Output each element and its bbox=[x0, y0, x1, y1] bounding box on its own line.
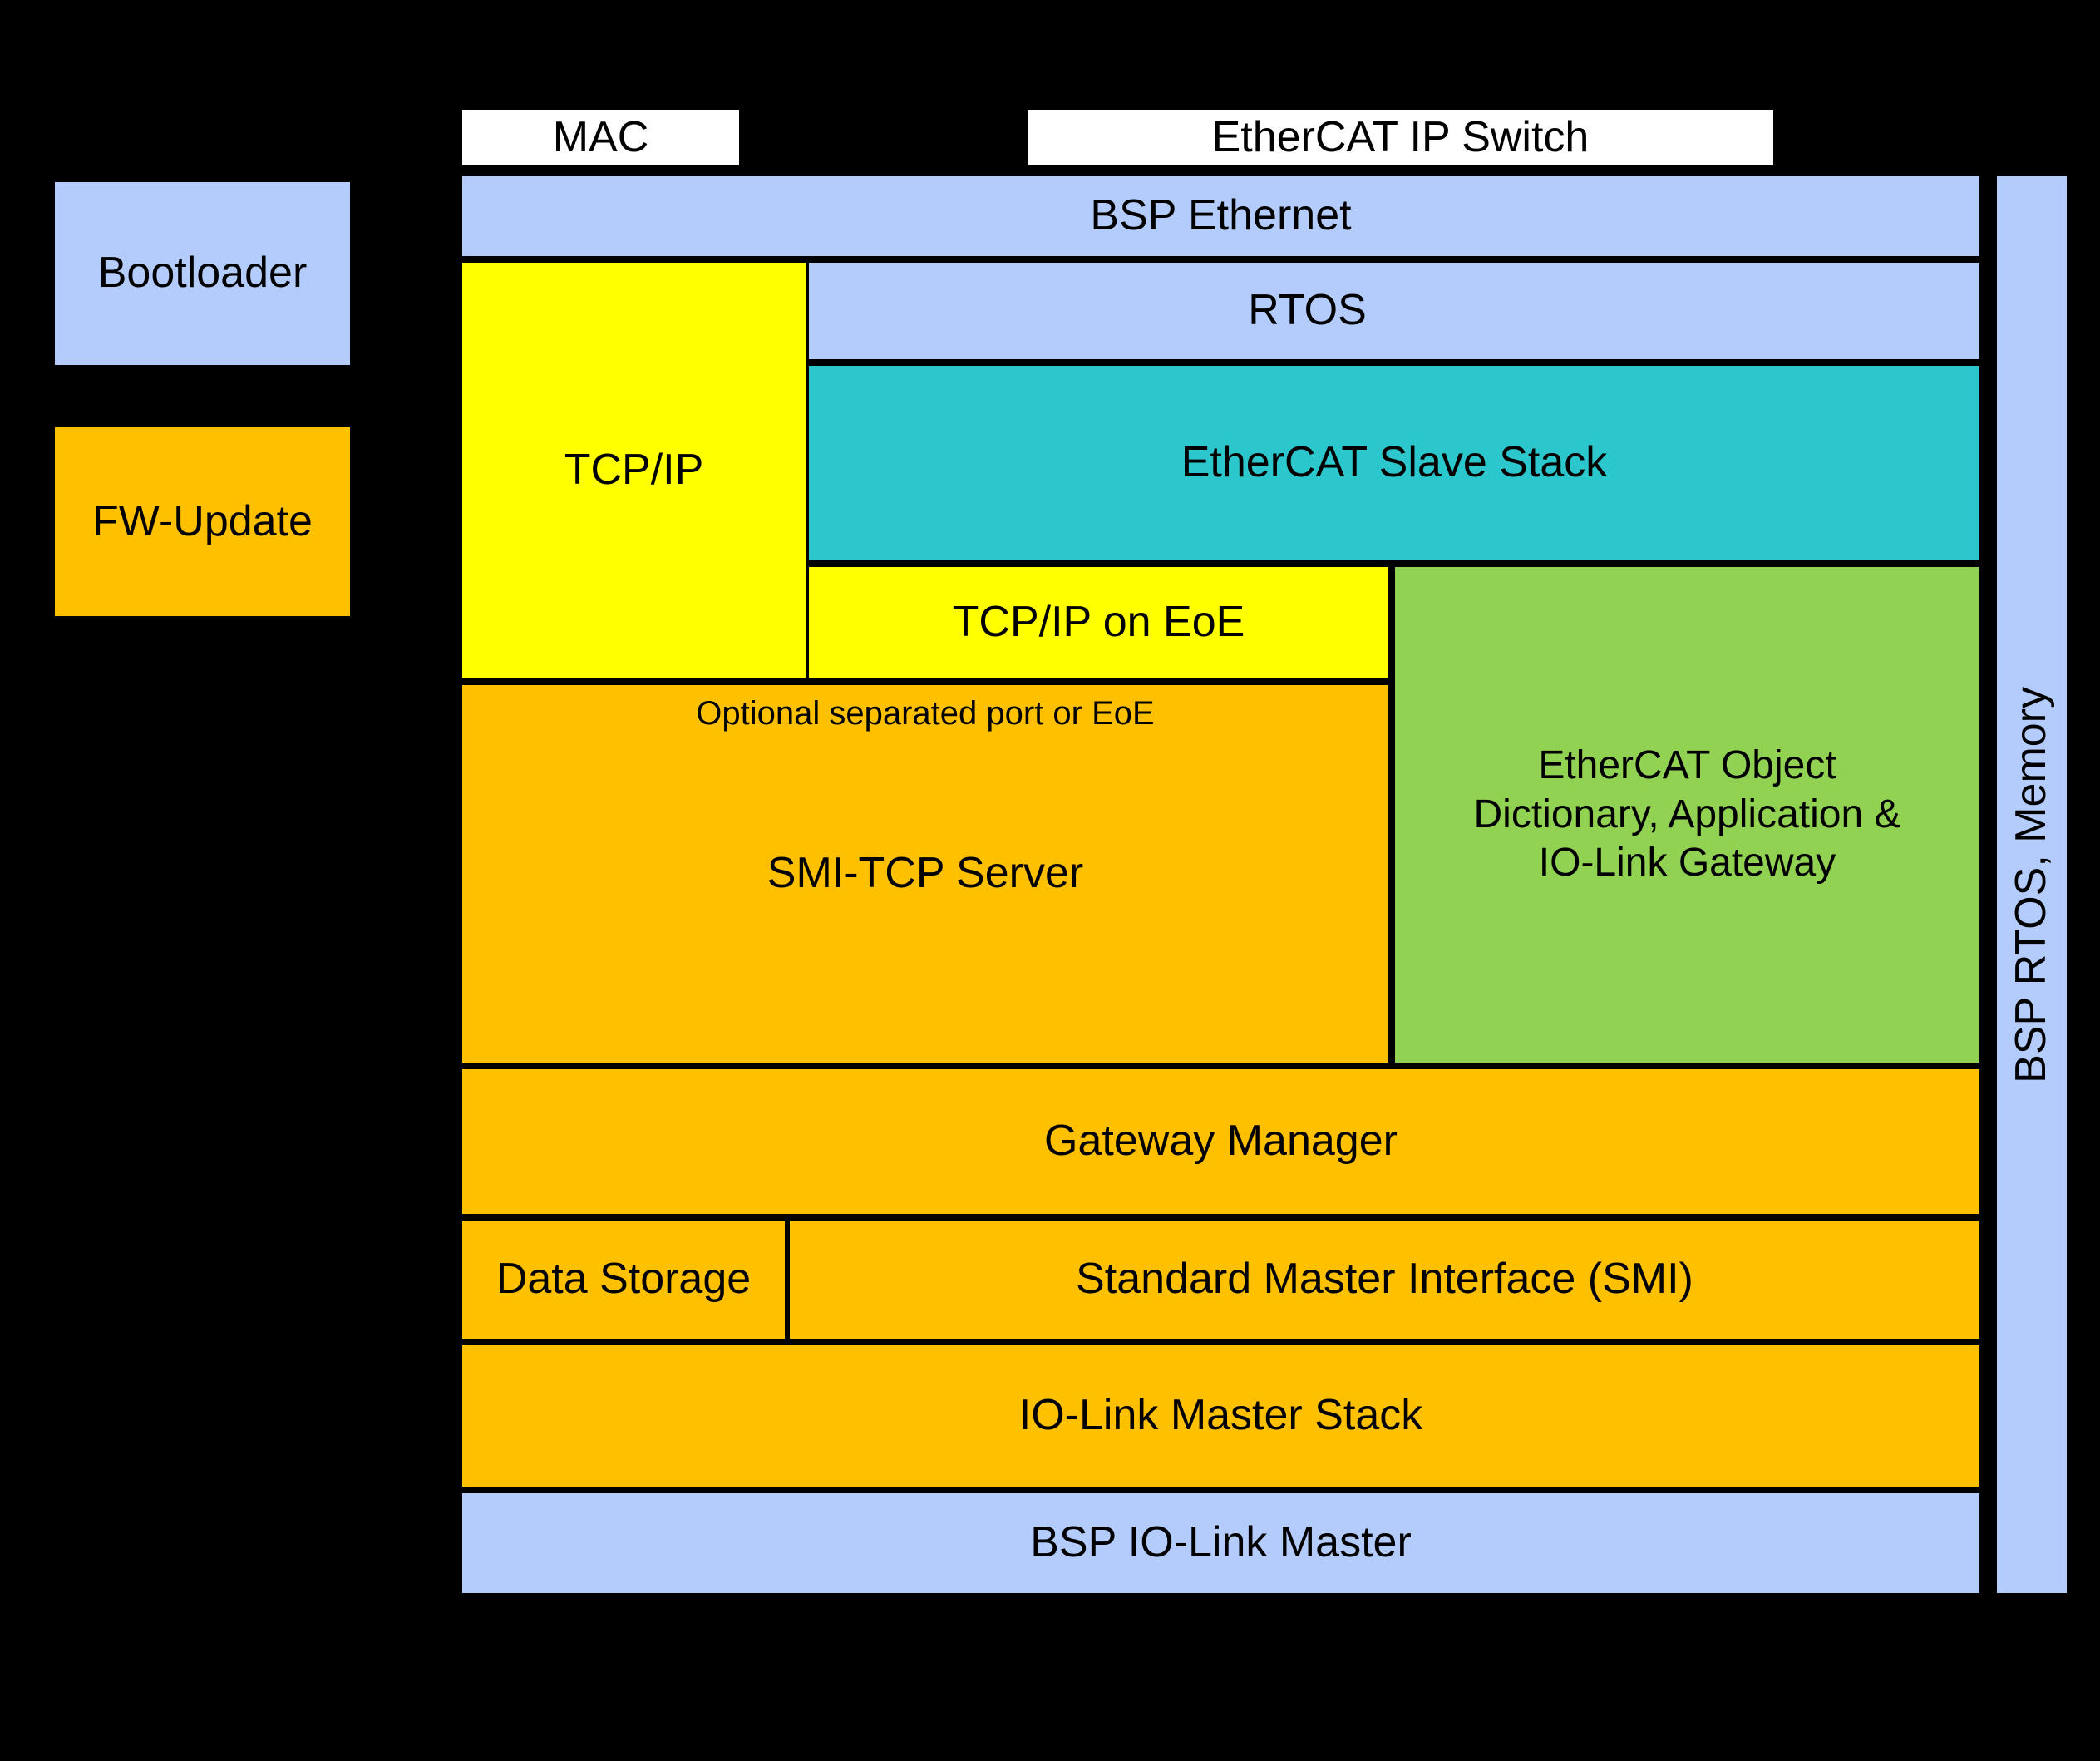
stack-layer-io-link-master-stack: IO-Link Master Stack bbox=[459, 1342, 1983, 1490]
hardware-label-ethercat-ip-switch: EtherCAT IP Switch bbox=[1211, 112, 1590, 161]
legend-item-bootloader: Bootloader bbox=[52, 179, 353, 368]
stack-label-ethercat-object-line2: Dictionary, Application & bbox=[1473, 792, 1901, 836]
stack-label-smi-tcp-server: SMI-TCP Server bbox=[767, 849, 1084, 898]
legend-label-fw-update: FW-Update bbox=[92, 496, 313, 545]
stack-layer-ethercat-object-dictionary: EtherCAT Object Dictionary, Application … bbox=[1392, 564, 1983, 1066]
stack-layer-bsp-io-link-master: BSP IO-Link Master bbox=[459, 1490, 1983, 1596]
stack-label-gateway-manager: Gateway Manager bbox=[1044, 1117, 1398, 1166]
stack-layer-data-storage: Data Storage bbox=[459, 1217, 788, 1342]
stack-layer-smi-tcp-server: SMI-TCP Server bbox=[459, 682, 1392, 1066]
hardware-label-mac: MAC bbox=[552, 112, 649, 161]
stack-layer-ethercat-slave-stack: EtherCAT Slave Stack bbox=[806, 363, 1983, 564]
stack-label-bsp-ethernet: BSP Ethernet bbox=[1090, 191, 1352, 240]
stack-layer-rtos: RTOS bbox=[632, 259, 1983, 363]
stack-layer-gateway-manager: Gateway Manager bbox=[459, 1066, 1983, 1217]
stack-note-optional-separated-port: Optional separated port or EoE bbox=[459, 695, 1392, 733]
stack-layer-bsp-ethernet: BSP Ethernet bbox=[459, 173, 1983, 259]
stack-label-bsp-io-link-master: BSP IO-Link Master bbox=[1030, 1518, 1412, 1567]
stack-label-io-link-master-stack: IO-Link Master Stack bbox=[1018, 1391, 1423, 1440]
stack-label-tcp-ip-on-eoe: TCP/IP on EoE bbox=[952, 598, 1245, 647]
stack-layer-tcp-ip-on-eoe: TCP/IP on EoE bbox=[806, 564, 1392, 682]
stack-note-label: Optional separated port or EoE bbox=[696, 695, 1155, 732]
stack-layer-tcp-ip: TCP/IP bbox=[459, 259, 809, 682]
stack-label-ethercat-object-line3: IO-Link Gateway bbox=[1538, 841, 1836, 885]
stack-layer-standard-master-interface: Standard Master Interface (SMI) bbox=[786, 1217, 1983, 1342]
side-column-label: BSP RTOS, Memory bbox=[2007, 686, 2056, 1083]
stack-label-tcp-ip: TCP/IP bbox=[564, 446, 704, 495]
legend-label-bootloader: Bootloader bbox=[97, 249, 308, 298]
side-column-bsp-rtos-memory: BSP RTOS, Memory bbox=[1994, 173, 2070, 1596]
hardware-box-mac: MAC bbox=[459, 106, 742, 169]
stack-label-data-storage: Data Storage bbox=[495, 1255, 752, 1304]
stack-label-ethercat-object-line1: EtherCAT Object bbox=[1538, 743, 1836, 788]
legend-item-fw-update: FW-Update bbox=[52, 424, 353, 619]
stack-label-ethercat-slave-stack: EtherCAT Slave Stack bbox=[1181, 438, 1608, 487]
stack-label-rtos: RTOS bbox=[1248, 286, 1367, 335]
stack-label-standard-master-interface: Standard Master Interface (SMI) bbox=[1076, 1255, 1693, 1304]
hardware-box-ethercat-ip-switch: EtherCAT IP Switch bbox=[1024, 106, 1777, 169]
